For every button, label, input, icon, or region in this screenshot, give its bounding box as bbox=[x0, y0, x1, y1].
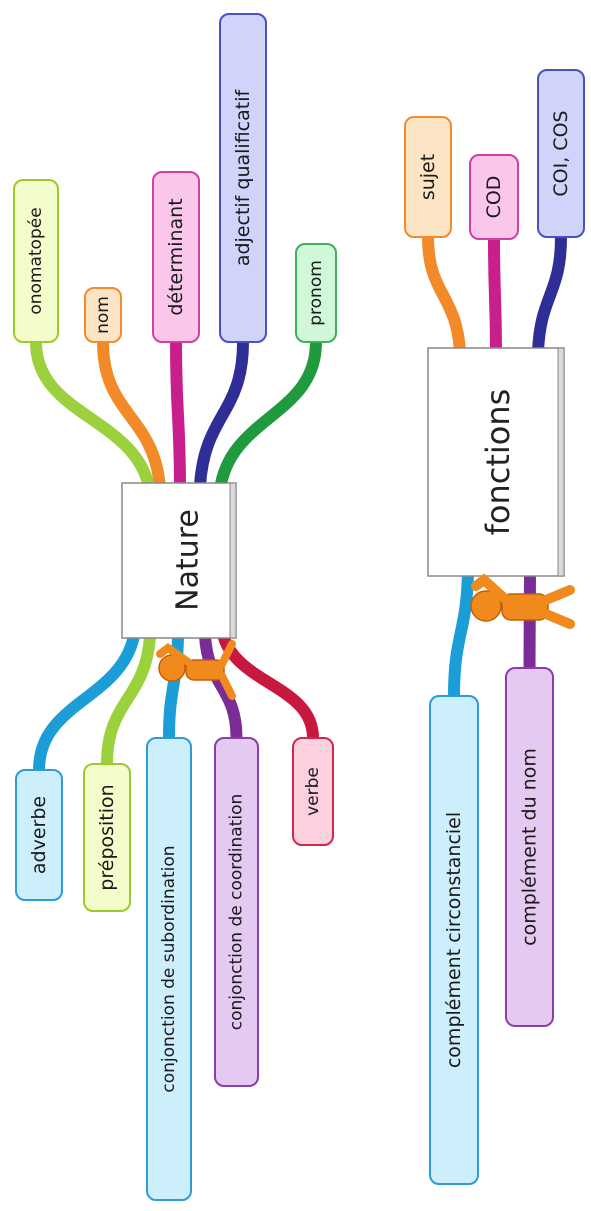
fonctions-title: fonctions bbox=[479, 389, 517, 536]
thinking-figure-icon bbox=[156, 640, 236, 700]
node-label: onomatopée bbox=[26, 207, 46, 314]
node-label: préposition bbox=[96, 784, 118, 890]
node-box bbox=[429, 695, 479, 1185]
node-label: complément circonstanciel bbox=[443, 812, 465, 1068]
fonctions-node-1[interactable]: complément du nom bbox=[505, 667, 554, 1027]
node-label: pronom bbox=[306, 260, 326, 326]
node-label: conjonction de coordination bbox=[227, 794, 247, 1031]
node-box bbox=[84, 287, 122, 343]
node-label: complément du nom bbox=[519, 748, 541, 946]
node-box bbox=[404, 116, 452, 238]
branch-line bbox=[202, 633, 240, 741]
node-label: conjonction de subordination bbox=[159, 845, 179, 1092]
thinking-figure-icon bbox=[470, 573, 575, 629]
node-box bbox=[146, 737, 192, 1201]
branch-line bbox=[197, 339, 246, 489]
node-box bbox=[83, 763, 131, 912]
nature-node-0[interactable]: adverbe bbox=[15, 769, 63, 901]
node-label: adverbe bbox=[28, 796, 50, 874]
node-box bbox=[214, 737, 259, 1087]
node-box bbox=[505, 667, 554, 1027]
nature-center-node[interactable]: Nature bbox=[121, 482, 237, 639]
node-box bbox=[469, 154, 519, 240]
nature-node-2[interactable]: conjonction de subordination bbox=[146, 737, 192, 1201]
nature-node-3[interactable]: adjectif qualificatif bbox=[219, 13, 267, 343]
node-box bbox=[13, 179, 59, 343]
branch-line bbox=[36, 627, 138, 773]
branch-line bbox=[33, 339, 153, 495]
node-label: COD bbox=[483, 176, 505, 219]
nature-title: Nature bbox=[171, 509, 206, 611]
node-label: verbe bbox=[303, 767, 323, 816]
nature-node-3[interactable]: conjonction de coordination bbox=[214, 737, 259, 1087]
node-label: COI, COS bbox=[550, 110, 572, 196]
branch-lines bbox=[30, 231, 567, 776]
nature-node-1[interactable]: nom bbox=[84, 287, 122, 343]
branch-line bbox=[425, 234, 463, 355]
node-label: adjectif qualificatif bbox=[232, 89, 254, 267]
node-label: déterminant bbox=[165, 198, 187, 315]
nature-node-2[interactable]: déterminant bbox=[152, 171, 200, 343]
nature-node-1[interactable]: préposition bbox=[83, 763, 131, 912]
branch-line bbox=[104, 633, 153, 767]
branch-line bbox=[100, 339, 163, 491]
branch-line bbox=[535, 234, 564, 355]
nature-node-0[interactable]: onomatopée bbox=[13, 179, 59, 343]
node-box bbox=[219, 13, 267, 343]
node-box bbox=[292, 737, 334, 846]
fonctions-node-1[interactable]: COD bbox=[469, 154, 519, 240]
fonctions-node-0[interactable]: sujet bbox=[404, 116, 452, 238]
branch-line bbox=[451, 569, 471, 699]
nature-node-4[interactable]: verbe bbox=[292, 737, 334, 846]
fonctions-node-0[interactable]: complément circonstanciel bbox=[429, 695, 479, 1185]
node-box bbox=[295, 243, 337, 343]
node-label: sujet bbox=[417, 154, 439, 200]
node-box bbox=[537, 69, 585, 238]
node-box bbox=[152, 171, 200, 343]
fonctions-center-node[interactable]: fonctions bbox=[427, 347, 565, 577]
branch-line bbox=[491, 236, 499, 353]
branch-line bbox=[173, 339, 183, 487]
nature-node-4[interactable]: pronom bbox=[295, 243, 337, 343]
node-label: nom bbox=[93, 296, 113, 334]
branch-line bbox=[217, 339, 319, 493]
node-box bbox=[15, 769, 63, 901]
fonctions-node-2[interactable]: COI, COS bbox=[537, 69, 585, 238]
